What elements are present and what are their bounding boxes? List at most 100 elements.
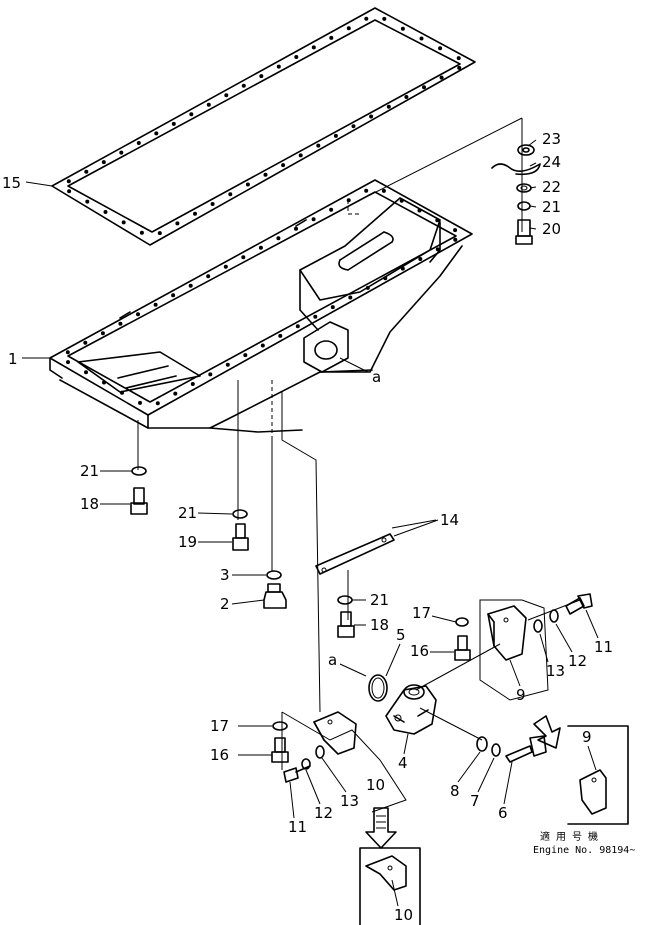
bolt-hole: [348, 295, 353, 300]
bolt-hole: [278, 333, 283, 338]
callout-24: 24: [542, 153, 561, 171]
bolt-hole: [153, 302, 158, 307]
bolt-hole: [119, 150, 124, 155]
part-21-washer-top: [517, 201, 531, 211]
bolt-hole: [404, 95, 409, 99]
bolt-hole: [171, 121, 176, 126]
bolt-hole: [382, 16, 387, 21]
bolt-hole: [364, 188, 369, 193]
callout-10-detail: 10: [394, 906, 413, 924]
bolt-hole: [228, 192, 233, 197]
callout-1: 1: [8, 350, 18, 368]
bolt-hole: [365, 285, 370, 290]
callout-23: 23: [542, 130, 561, 148]
part-12-washer-left: [301, 758, 311, 770]
part-11-bolt-left: [283, 765, 311, 783]
part-5-o-ring: [368, 674, 388, 702]
bolt-hole: [84, 169, 89, 174]
bolt-hole: [241, 83, 246, 88]
callout-16-left: 16: [210, 746, 229, 764]
bolt-hole: [155, 401, 160, 406]
bolt-hole: [210, 202, 215, 206]
part-18-bolt-bracket: [337, 611, 355, 638]
callout-21-bracket: 21: [370, 591, 389, 609]
callout-13-left: 13: [340, 792, 359, 810]
bolt-hole: [311, 45, 316, 50]
callout-16-right: 16: [410, 642, 429, 660]
note-title-ja: 適 用 号 機: [540, 830, 598, 843]
bolt-hole: [189, 112, 194, 117]
callout-13-right: 13: [546, 662, 565, 680]
bolt-hole: [263, 172, 268, 177]
bolt-hole: [66, 179, 71, 184]
bolt-hole: [417, 208, 422, 213]
bolt-hole: [381, 188, 386, 193]
bolt-hole: [225, 362, 230, 367]
callout-11-right: 11: [594, 638, 613, 656]
bolt-hole: [224, 93, 229, 98]
bolt-hole: [208, 372, 213, 377]
callout-10-main: 10: [366, 776, 385, 794]
bolt-hole: [136, 312, 140, 317]
callout-18-bracket: 18: [370, 616, 389, 634]
callout-8: 8: [450, 782, 460, 800]
bolt-hole: [243, 353, 248, 358]
bolt-hole: [85, 199, 90, 204]
detail-box-right: [567, 725, 629, 825]
part-4-filter-block: [385, 684, 437, 735]
bolt-hole: [101, 160, 106, 165]
bolt-hole: [294, 226, 298, 231]
bolt-hole: [241, 255, 246, 260]
bolt-hole: [453, 237, 458, 242]
bolt-hole: [435, 218, 440, 223]
bolt-hole: [154, 131, 159, 136]
callout-17-right: 17: [412, 604, 431, 622]
part-24-clip: [491, 163, 541, 176]
bolt-hole: [258, 245, 263, 250]
bolt-hole: [206, 102, 211, 107]
callout-20: 20: [542, 220, 561, 238]
part-13-washer-left: [315, 745, 325, 759]
callout-9-detail: 9: [582, 728, 592, 746]
part-21-washer-bracket: [337, 595, 353, 605]
callout-a-filter: a: [328, 651, 337, 669]
part-9-bracket-upper: [487, 605, 527, 661]
bolt-hole: [260, 343, 265, 348]
bolt-hole: [67, 189, 72, 194]
bolt-hole: [118, 321, 123, 326]
part-10-bracket: [313, 711, 357, 755]
part-20-bolt: [515, 219, 533, 245]
bolt-hole: [457, 65, 462, 70]
bolt-hole: [316, 143, 321, 148]
part-3-washer: [266, 570, 282, 580]
part-8-washer: [476, 736, 488, 752]
part-2-drain-plug: [263, 583, 287, 609]
detail-arrow-down: [365, 807, 397, 849]
callout-3: 3: [220, 566, 230, 584]
callout-4: 4: [398, 754, 408, 772]
bolt-hole: [276, 236, 281, 241]
part-21-washer-mid: [232, 509, 248, 519]
callout-labels: 15 23 24 22 21 20 1 a 21 18 21 19 3 2 14…: [2, 130, 613, 924]
callout-12-left: 12: [314, 804, 333, 822]
bolt-hole: [419, 36, 424, 41]
part-23-washer: [517, 144, 535, 156]
callout-15: 15: [2, 174, 21, 192]
callout-12-right: 12: [568, 652, 587, 670]
bolt-hole: [330, 305, 335, 310]
bolt-hole: [435, 247, 440, 252]
applicability-note: 適 用 号 機 Engine No. 98194~: [533, 830, 635, 856]
bolt-hole: [100, 331, 105, 336]
bolt-hole: [65, 350, 70, 355]
oil-pan-gasket: [51, 7, 476, 246]
callout-14: 14: [440, 511, 459, 529]
bolt-hole: [418, 257, 423, 261]
callout-9-upper: 9: [516, 686, 526, 704]
part-6-bolt: [505, 735, 547, 763]
bolt-hole: [400, 26, 405, 31]
bolt-hole: [223, 264, 228, 269]
bolt-hole: [329, 35, 334, 40]
bolt-hole: [157, 231, 162, 236]
